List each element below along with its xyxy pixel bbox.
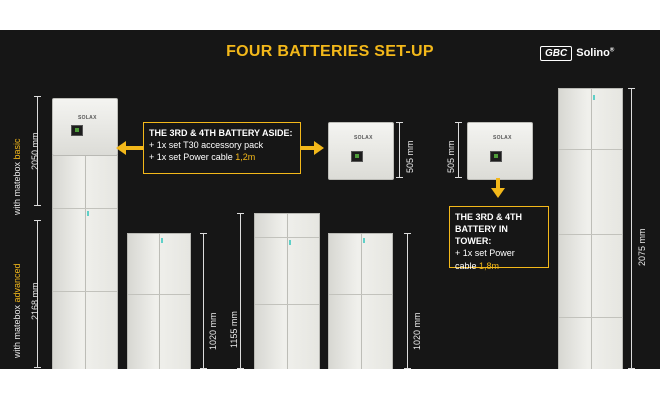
- callout-batteries-in-tower: THE 3RD & 4TH BATTERY IN TOWER: + 1x set…: [449, 206, 549, 271]
- inverter-brand: SOLAX: [493, 135, 512, 141]
- logo-text: Solino®: [576, 47, 615, 59]
- page-title: FOUR BATTERIES SET-UP: [226, 43, 434, 60]
- arrow-right-shaft: [301, 146, 315, 150]
- callout-tower-heading1: THE 3RD & 4TH: [455, 212, 523, 222]
- arrow-down-icon: [491, 188, 505, 198]
- dim-line-stack-b: [237, 213, 244, 369]
- dim-line-stack-a: [200, 233, 207, 369]
- setup-diagram: FOUR BATTERIES SET-UP GBC Solino® with m…: [0, 30, 660, 369]
- dim-stack-a: 1020 mm: [208, 312, 218, 350]
- callout-tower-heading2: BATTERY IN TOWER:: [455, 224, 508, 247]
- inverter-screen: [490, 151, 502, 162]
- callout-batteries-aside: THE 3RD & 4TH BATTERY ASIDE: + 1x set T3…: [143, 122, 301, 174]
- dim-stack-b: 1155 mm: [229, 311, 239, 348]
- inverter-brand: SOLAX: [78, 115, 97, 121]
- battery-stack-c: [328, 233, 393, 369]
- dim-line-inverter-b: [455, 122, 462, 178]
- dim-line-inverter-a: [396, 122, 403, 178]
- dim-stack-c: 1020 mm: [412, 312, 422, 350]
- dim-line-tower-advanced: [34, 220, 41, 368]
- dim-line-tower-basic: [34, 96, 41, 206]
- battery-led: [87, 211, 89, 216]
- inverter-aside: SOLAX: [328, 122, 394, 180]
- battery-tower-left: [52, 155, 118, 369]
- battery-led: [289, 240, 291, 245]
- battery-led: [161, 238, 163, 243]
- arrow-down-shaft: [496, 178, 500, 188]
- dim-tower-basic: 2050 mm: [30, 132, 40, 170]
- arrow-left-icon: [116, 141, 126, 155]
- inverter-screen: [71, 125, 83, 136]
- dim-line-stack-c: [404, 233, 411, 369]
- callout-tower-line1: + 1x set Power: [455, 248, 515, 259]
- brand-logo: GBC Solino®: [540, 43, 614, 63]
- inverter-screen: [351, 151, 363, 162]
- arrow-left-shaft: [126, 146, 146, 150]
- callout-aside-line2: + 1x set Power cable 1,2m: [149, 152, 256, 163]
- label-matebox-basic: with matebox basic: [12, 138, 22, 215]
- arrow-right-icon: [314, 141, 324, 155]
- inverter-tower-left: SOLAX: [52, 98, 118, 156]
- battery-stack-a: [127, 233, 191, 369]
- battery-led: [362, 238, 365, 243]
- battery-tower-right: [558, 88, 623, 369]
- dim-inverter-b: 505 mm: [446, 140, 456, 173]
- inverter-tower-right: SOLAX: [467, 122, 533, 180]
- dim-tower-right: 2075 mm: [637, 228, 647, 266]
- battery-stack-b: [254, 213, 320, 369]
- callout-aside-heading: THE 3RD & 4TH BATTERY ASIDE:: [149, 128, 293, 138]
- logo-box: GBC: [540, 45, 573, 61]
- dim-inverter-a: 505 mm: [405, 140, 415, 173]
- callout-tower-line2: cable 1,8m: [455, 260, 500, 271]
- dim-line-tower-right: [628, 88, 635, 369]
- dim-tower-advanced: 2168 mm: [30, 282, 40, 320]
- label-matebox-advanced: with matebox advanced: [12, 263, 22, 358]
- callout-aside-line1: + 1x set T30 accessory pack: [149, 140, 264, 151]
- inverter-brand: SOLAX: [354, 135, 373, 141]
- battery-led: [592, 95, 595, 100]
